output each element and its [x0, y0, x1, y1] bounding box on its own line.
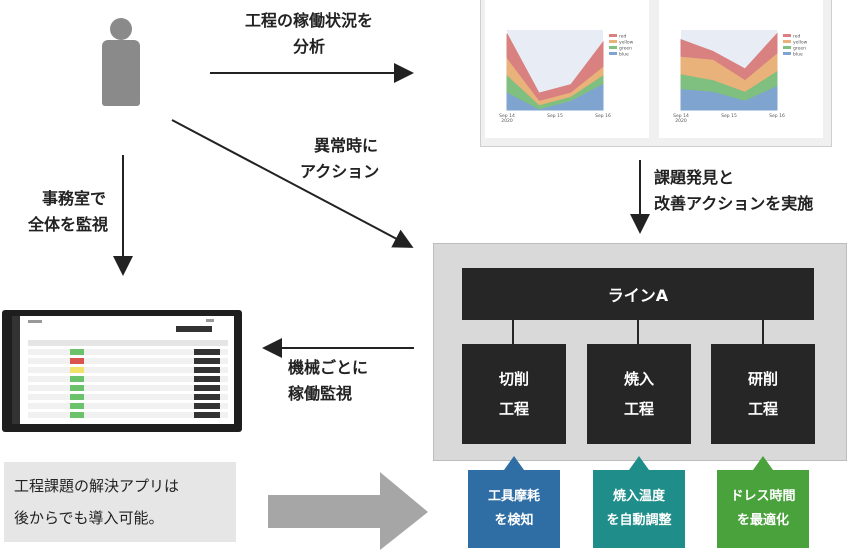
legend-swatch-green — [609, 46, 617, 49]
legend-label-blue: blue — [619, 52, 629, 58]
x-tick-label: 2020 — [675, 118, 687, 124]
note-line-2: 後からでも導入可能。 — [14, 509, 164, 527]
legend-swatch-yellow — [783, 40, 791, 43]
legend-label-red: red — [619, 34, 627, 40]
connector — [762, 318, 764, 344]
x-tick-label: Sep 15 — [547, 113, 563, 119]
legend-swatch-blue — [609, 52, 617, 55]
connector — [512, 318, 514, 344]
legend-label-blue: blue — [793, 52, 803, 58]
anomaly-label: 異常時に アクション — [300, 136, 380, 181]
callout-dress-time: ドレス時間を最適化 — [717, 456, 809, 548]
office-label: 事務室で 全体を監視 — [28, 189, 109, 234]
series-area-blue — [506, 83, 604, 111]
legend-swatch-green — [783, 46, 791, 49]
connector — [637, 318, 639, 344]
analyze-label: 工程の稼働状況を 分析 — [244, 11, 373, 56]
x-tick-label: Sep 16 — [769, 113, 785, 119]
note-line-1: 工程課題の解決アプリは — [14, 477, 180, 495]
x-tick-label: Sep 14 — [499, 113, 515, 119]
process-hardening: 焼入工程 — [587, 344, 691, 444]
person-icon — [102, 40, 140, 106]
x-tick-label: 2020 — [501, 118, 513, 124]
app-screen — [12, 316, 234, 424]
line-a-box: ラインA — [462, 268, 814, 320]
x-tick-label: Sep 14 — [673, 113, 689, 119]
process-cutting: 切削工程 — [462, 344, 566, 444]
legend-label-yellow: yellow — [793, 40, 808, 46]
legend-swatch-red — [783, 34, 791, 37]
monitoring-app-screenshot — [2, 310, 242, 432]
machine-label: 機械ごとに 稼働監視 — [288, 358, 369, 403]
legend-label-yellow: yellow — [619, 40, 634, 46]
arrow-to-factory — [171, 119, 414, 248]
legend-label-green: green — [793, 46, 806, 52]
process-grinding: 研削工程 — [711, 344, 815, 444]
callout-temperature: 焼入温度を自動調整 — [593, 456, 685, 548]
note-box: 工程課題の解決アプリは 後からでも導入可能。 — [4, 462, 236, 542]
big-gray-arrow — [268, 472, 428, 550]
legend-swatch-yellow — [609, 40, 617, 43]
legend-swatch-blue — [783, 52, 791, 55]
legend-label-green: green — [619, 46, 632, 52]
series-area-blue — [680, 85, 778, 111]
line-a-title: ラインA — [607, 286, 669, 305]
x-tick-label: Sep 15 — [721, 113, 737, 119]
person-icon-head — [110, 18, 132, 40]
issue-label: 課題発見と 改善アクションを実施 — [654, 168, 814, 213]
callout-tool-wear: 工具摩耗を検知 — [468, 456, 560, 548]
legend-label-red: red — [793, 34, 801, 40]
x-tick-label: Sep 16 — [595, 113, 611, 119]
legend-swatch-red — [609, 34, 617, 37]
